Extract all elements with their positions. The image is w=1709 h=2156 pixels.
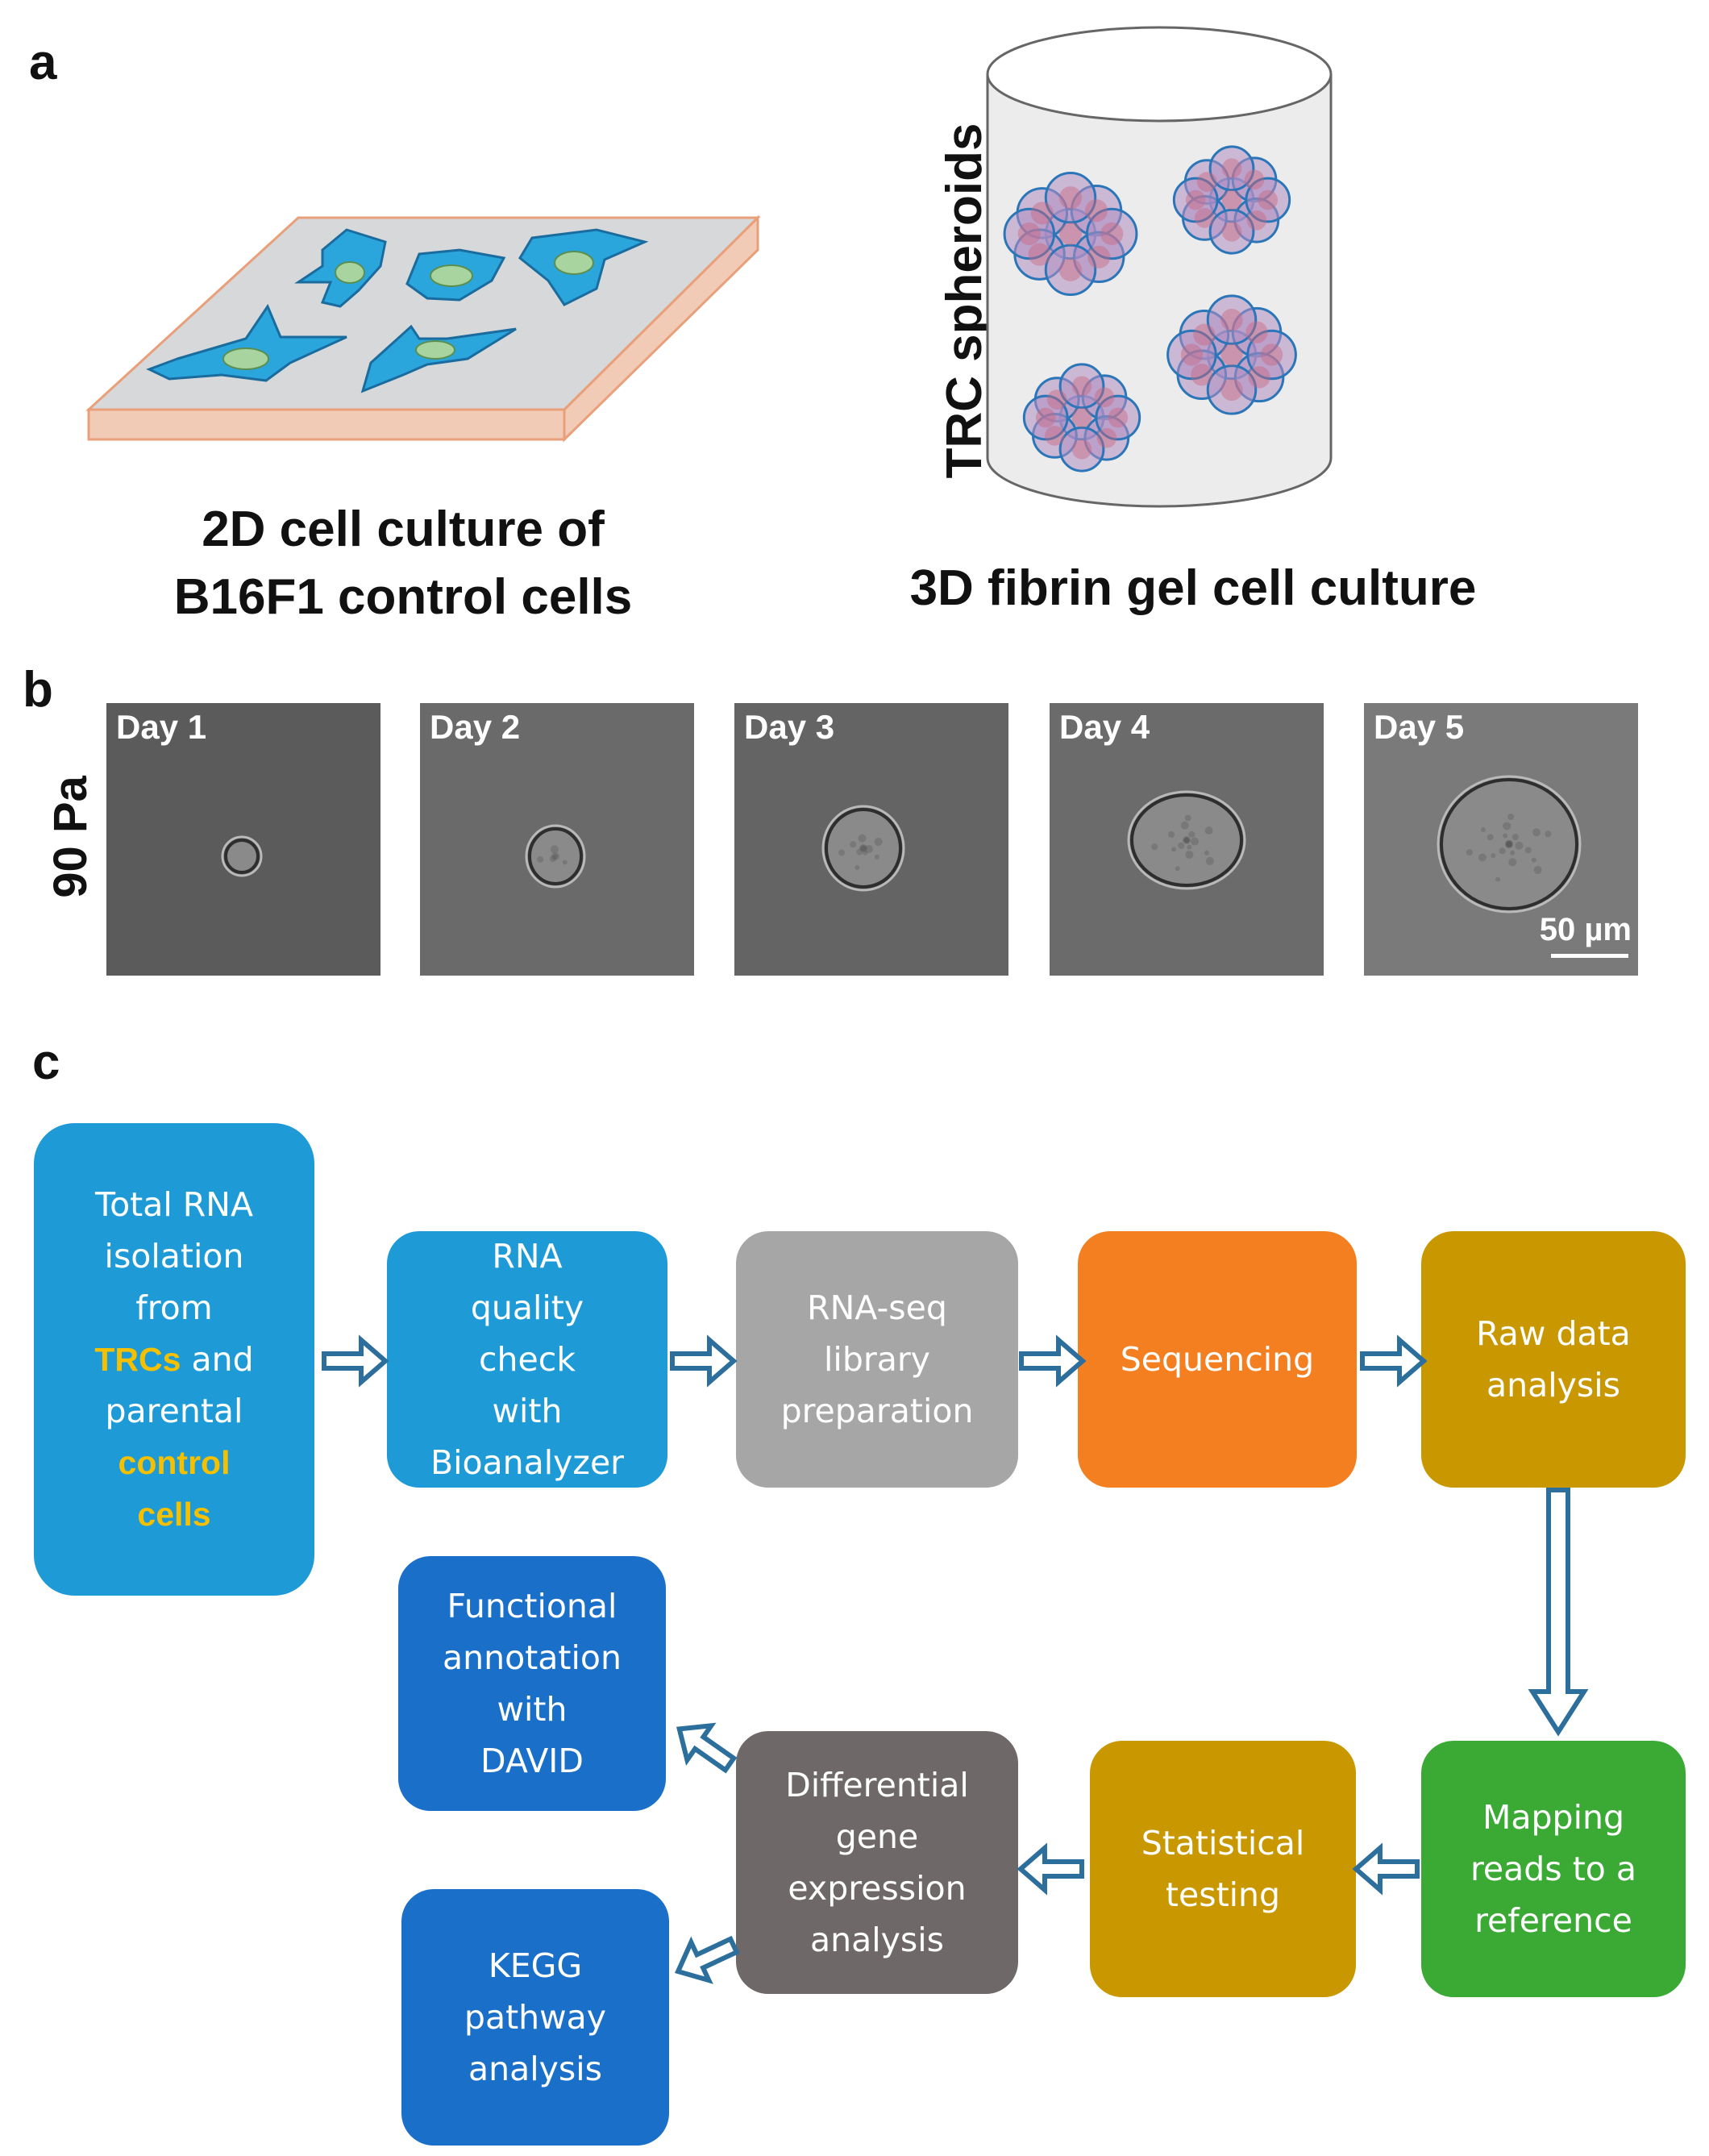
caption-line: B16F1 control cells	[173, 569, 633, 625]
spheroid	[1022, 363, 1141, 472]
box-line: Differential	[785, 1766, 969, 1804]
arrow-left-icon	[1021, 1848, 1082, 1890]
cell-icon	[360, 324, 517, 393]
box-line: testing	[1165, 1875, 1281, 1914]
box-line: pathway	[464, 1998, 607, 2037]
panel-c-letter: c	[32, 1034, 60, 1090]
spheroid	[1003, 171, 1138, 297]
cell-icon	[294, 228, 387, 308]
box-line: check	[478, 1340, 576, 1379]
3d-culture-cylinder	[986, 26, 1333, 508]
box-line: Total RNA	[95, 1185, 253, 1224]
arrow-right-icon	[672, 1340, 734, 1382]
box-line: library	[824, 1340, 930, 1379]
day-label: Day 3	[744, 708, 835, 746]
spheroid	[1166, 294, 1297, 415]
control-highlight: control	[118, 1444, 231, 1481]
arrow-right-icon	[1362, 1340, 1424, 1382]
box-line: Raw data	[1476, 1314, 1631, 1353]
arrow-right-icon	[1021, 1340, 1083, 1382]
box-line: reference	[1474, 1901, 1632, 1940]
panel-b-letter: b	[23, 662, 53, 718]
caption-line: 2D cell culture of	[202, 502, 605, 557]
micrograph-day-4: Day 4	[1050, 703, 1324, 976]
arrow-left-icon	[1356, 1848, 1417, 1890]
micrograph-day-5: Day 5 50 µm	[1364, 703, 1638, 976]
spheroid	[1172, 145, 1291, 255]
scale-bar-label: 50 µm	[1539, 912, 1632, 947]
box-rnaseq-library-preparation: RNA-seq library preparation	[736, 1231, 1018, 1488]
scale-bar	[1551, 954, 1628, 958]
arrow-up-left-icon	[667, 1712, 742, 1781]
box-line: analysis	[809, 1921, 944, 1959]
box-kegg-pathway-analysis: KEGG pathway analysis	[401, 1889, 669, 2146]
box-line: gene	[835, 1817, 919, 1856]
box-rna-quality-check: RNA quality check with Bioanalyzer	[387, 1231, 667, 1488]
3d-culture-caption: 3D fibrin gel cell culture	[909, 560, 1477, 616]
box-line: Mapping	[1482, 1798, 1624, 1837]
box-line: with	[497, 1690, 568, 1729]
box-total-rna-isolation: Total RNA isolation from TRCs and parent…	[34, 1123, 314, 1596]
box-line: TRCs and	[94, 1334, 253, 1385]
box-line: annotation	[443, 1638, 622, 1677]
box-line: expression	[788, 1869, 967, 1908]
day-label: Day 1	[116, 708, 207, 746]
box-line: KEGG	[488, 1946, 583, 1985]
and-text: and	[181, 1340, 254, 1379]
box-statistical-testing: Statistical testing	[1090, 1741, 1356, 1997]
arrow-down-left-icon	[669, 1926, 742, 1990]
box-line: Statistical	[1141, 1824, 1305, 1863]
box-line: from	[135, 1288, 213, 1327]
day-label: Day 4	[1059, 708, 1150, 746]
box-line: Bioanalyzer	[430, 1443, 625, 1482]
micrograph-day-1: Day 1	[106, 703, 380, 976]
box-differential-gene-expression: Differential gene expression analysis	[736, 1731, 1018, 1994]
box-line: parental	[105, 1392, 243, 1430]
box-line: DAVID	[480, 1742, 584, 1780]
trcs-highlight: TRCs	[94, 1341, 181, 1378]
day-label: Day 5	[1374, 708, 1465, 746]
day-label: Day 2	[430, 708, 521, 746]
arrow-right-icon	[324, 1340, 385, 1382]
micrograph-day-3: Day 3	[734, 703, 1008, 976]
box-line: RNA	[492, 1237, 563, 1276]
row-label-90pa: 90 Pa	[44, 776, 97, 898]
panel-a-letter: a	[29, 35, 57, 90]
cells-highlight: cells	[137, 1496, 211, 1533]
box-line: preparation	[780, 1392, 974, 1430]
box-line: analysis	[468, 2050, 602, 2088]
box-line: reads to a	[1470, 1850, 1637, 1888]
2d-culture-caption: 2D cell culture of B16F1 control cells	[105, 496, 701, 631]
box-line: RNA-seq	[807, 1288, 947, 1327]
cell-icon	[146, 303, 347, 382]
box-line: Sequencing	[1120, 1340, 1315, 1379]
box-raw-data-analysis: Raw data analysis	[1421, 1231, 1686, 1488]
box-line: with	[492, 1392, 563, 1430]
cell-icon	[518, 228, 649, 306]
box-functional-annotation-david: Functional annotation with DAVID	[398, 1556, 666, 1811]
arrow-down-icon	[1528, 1488, 1589, 1737]
box-line: Functional	[447, 1587, 617, 1625]
cell-icon	[405, 248, 506, 302]
2d-culture-illustration	[85, 214, 761, 443]
box-line: quality	[470, 1288, 584, 1327]
box-line: isolation	[104, 1237, 244, 1276]
micrograph-day-2: Day 2	[420, 703, 694, 976]
box-line: analysis	[1486, 1366, 1620, 1405]
box-mapping-reads: Mapping reads to a reference	[1421, 1741, 1686, 1997]
box-sequencing: Sequencing	[1078, 1231, 1357, 1488]
